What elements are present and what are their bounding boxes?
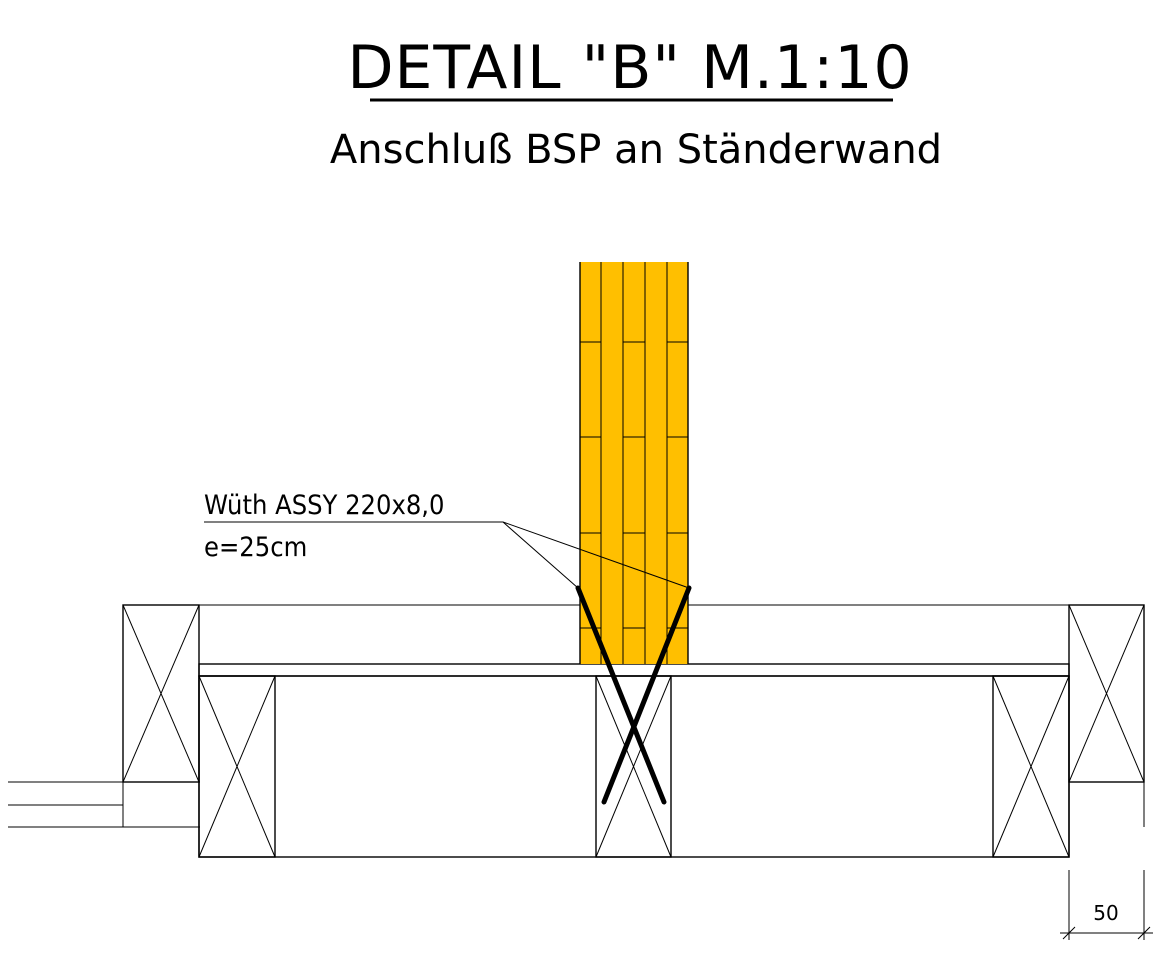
right-upper-post (1068, 604, 1145, 783)
stud-center (595, 675, 672, 858)
screw-spec-label: Wüth ASSY 220x8,0 (204, 490, 444, 521)
dimension-label: 50 (1093, 901, 1118, 925)
clt-panel (579, 262, 689, 664)
dimension-50 (1060, 870, 1153, 940)
screws (575, 585, 692, 805)
screw-leader (204, 521, 690, 589)
drawing-title: DETAIL "B" M.1:10 (347, 33, 912, 103)
drawing-subtitle: Anschluß BSP an Ständerwand (330, 127, 942, 173)
screw-spacing-label: e=25cm (204, 532, 307, 563)
stud-right (992, 675, 1070, 858)
stud-left (198, 675, 276, 858)
left-wall-lines (8, 781, 200, 828)
left-upper-post (122, 604, 200, 783)
sheathing-board (198, 663, 1070, 677)
